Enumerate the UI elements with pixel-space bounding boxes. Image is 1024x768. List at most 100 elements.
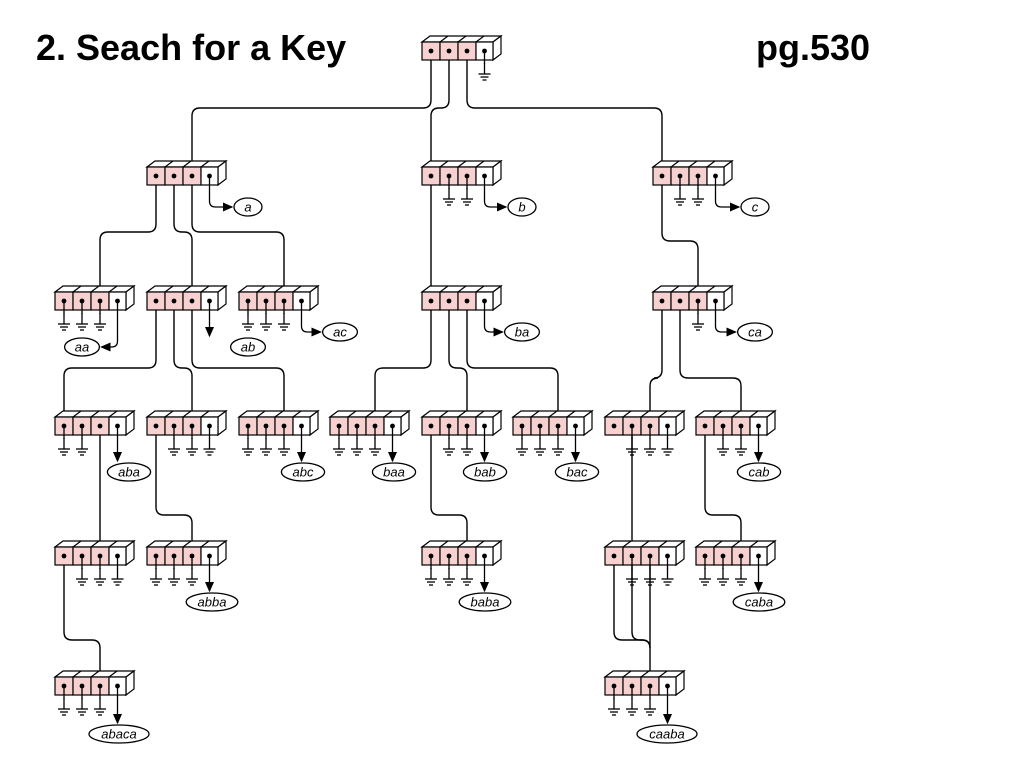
ground-icon — [443, 188, 455, 206]
trie-node-caab — [603, 539, 686, 586]
value-arrow — [100, 301, 119, 352]
value-label: ab — [241, 340, 255, 355]
value-node-aba: aba — [106, 426, 152, 482]
value-ellipse — [462, 462, 508, 482]
trie-node-root — [420, 34, 503, 81]
value-ellipse — [507, 197, 537, 217]
ground-icon — [644, 698, 656, 716]
pointer-dot — [677, 298, 683, 304]
value-arrow — [483, 301, 504, 337]
value-arrow — [208, 176, 234, 212]
pointer-dot — [428, 48, 434, 54]
ground-icon — [443, 568, 455, 586]
pointer-dot — [428, 298, 434, 304]
trie-node-caba — [694, 539, 777, 586]
ground-icon — [260, 313, 272, 331]
page-reference: pg.530 — [756, 27, 871, 68]
value-label: aa — [75, 340, 89, 355]
pointer-dot — [702, 423, 708, 429]
trie-node-b — [420, 159, 503, 206]
ground-icon — [150, 568, 162, 586]
child-link-aba — [63, 301, 157, 426]
child-link-abaca — [63, 556, 101, 686]
value-node-abaca: abaca — [88, 686, 150, 744]
child-link-cab — [679, 301, 742, 426]
value-label: b — [518, 200, 525, 215]
ground-icon — [58, 313, 70, 331]
value-label: c — [752, 200, 759, 215]
value-node-ac: ac — [300, 301, 359, 342]
pointer-dot — [659, 298, 665, 304]
ground-icon — [717, 568, 729, 586]
value-node-abc: abc — [280, 426, 326, 482]
value-ellipse — [736, 462, 782, 482]
ground-icon — [76, 568, 88, 586]
trie-node-abac — [53, 539, 136, 586]
ground-icon — [58, 438, 70, 456]
trie-node-abba — [145, 539, 228, 586]
ground-icon — [168, 438, 180, 456]
ground-icon — [461, 438, 473, 456]
child-link-c — [466, 51, 663, 176]
child-link-baba — [430, 426, 468, 556]
pointer-dot — [611, 553, 617, 559]
value-ellipse — [321, 322, 359, 342]
pointer-dot — [464, 298, 470, 304]
ground-icon — [661, 438, 674, 456]
ground-icon — [478, 63, 491, 81]
value-label: cab — [749, 465, 770, 480]
trie-node-cab — [694, 409, 777, 456]
child-link-caba — [704, 426, 742, 556]
ground-icon — [626, 698, 638, 716]
child-link-bac — [466, 301, 559, 426]
trie-node-bab — [420, 409, 503, 456]
ground-icon — [699, 568, 711, 586]
value-ellipse — [185, 592, 239, 612]
pointer-dot — [446, 298, 452, 304]
ground-icon — [260, 438, 272, 456]
trie-node-ca — [651, 284, 734, 331]
value-label: a — [244, 200, 251, 215]
value-label: abba — [198, 595, 227, 610]
ground-icon — [461, 568, 473, 586]
trie-node-aba — [53, 409, 136, 456]
ground-icon — [692, 313, 704, 331]
value-ellipse — [63, 337, 101, 357]
ground-icon — [168, 568, 180, 586]
child-link-ca — [661, 176, 699, 301]
ground-icon — [661, 568, 674, 586]
child-link-abb — [173, 301, 193, 426]
ground-icon — [351, 438, 363, 456]
child-link-caaba — [613, 556, 651, 686]
value-ellipse — [229, 337, 267, 357]
child-link-bab — [448, 301, 468, 426]
ground-icon — [461, 188, 473, 206]
pointer-dot — [428, 173, 434, 179]
trie-node-abaca — [53, 669, 136, 716]
value-ellipse — [732, 592, 786, 612]
ground-icon — [111, 568, 124, 586]
page-title: 2. Seach for a Key — [36, 27, 347, 68]
ground-icon — [76, 698, 88, 716]
value-label: baba — [471, 595, 500, 610]
child-link-abba — [155, 426, 193, 556]
value-node-ca: ca — [714, 301, 774, 342]
value-node-baba: baba — [458, 556, 512, 612]
value-node-b: b — [483, 176, 537, 217]
ground-icon — [94, 313, 106, 331]
trie-node-aa — [53, 284, 136, 331]
value-ellipse — [636, 724, 698, 744]
trie-node-baa — [328, 409, 411, 456]
ground-icon — [626, 568, 638, 586]
value-node-ba: ba — [483, 301, 541, 342]
value-ellipse — [736, 322, 774, 342]
trie-node-a — [145, 159, 228, 187]
value-ellipse — [740, 197, 770, 217]
pointer-dot — [97, 423, 103, 429]
ground-icon — [552, 438, 564, 456]
ground-icon — [333, 438, 345, 456]
trie-node-c — [651, 159, 734, 206]
ground-icon — [76, 313, 88, 331]
ground-icon — [203, 438, 216, 456]
